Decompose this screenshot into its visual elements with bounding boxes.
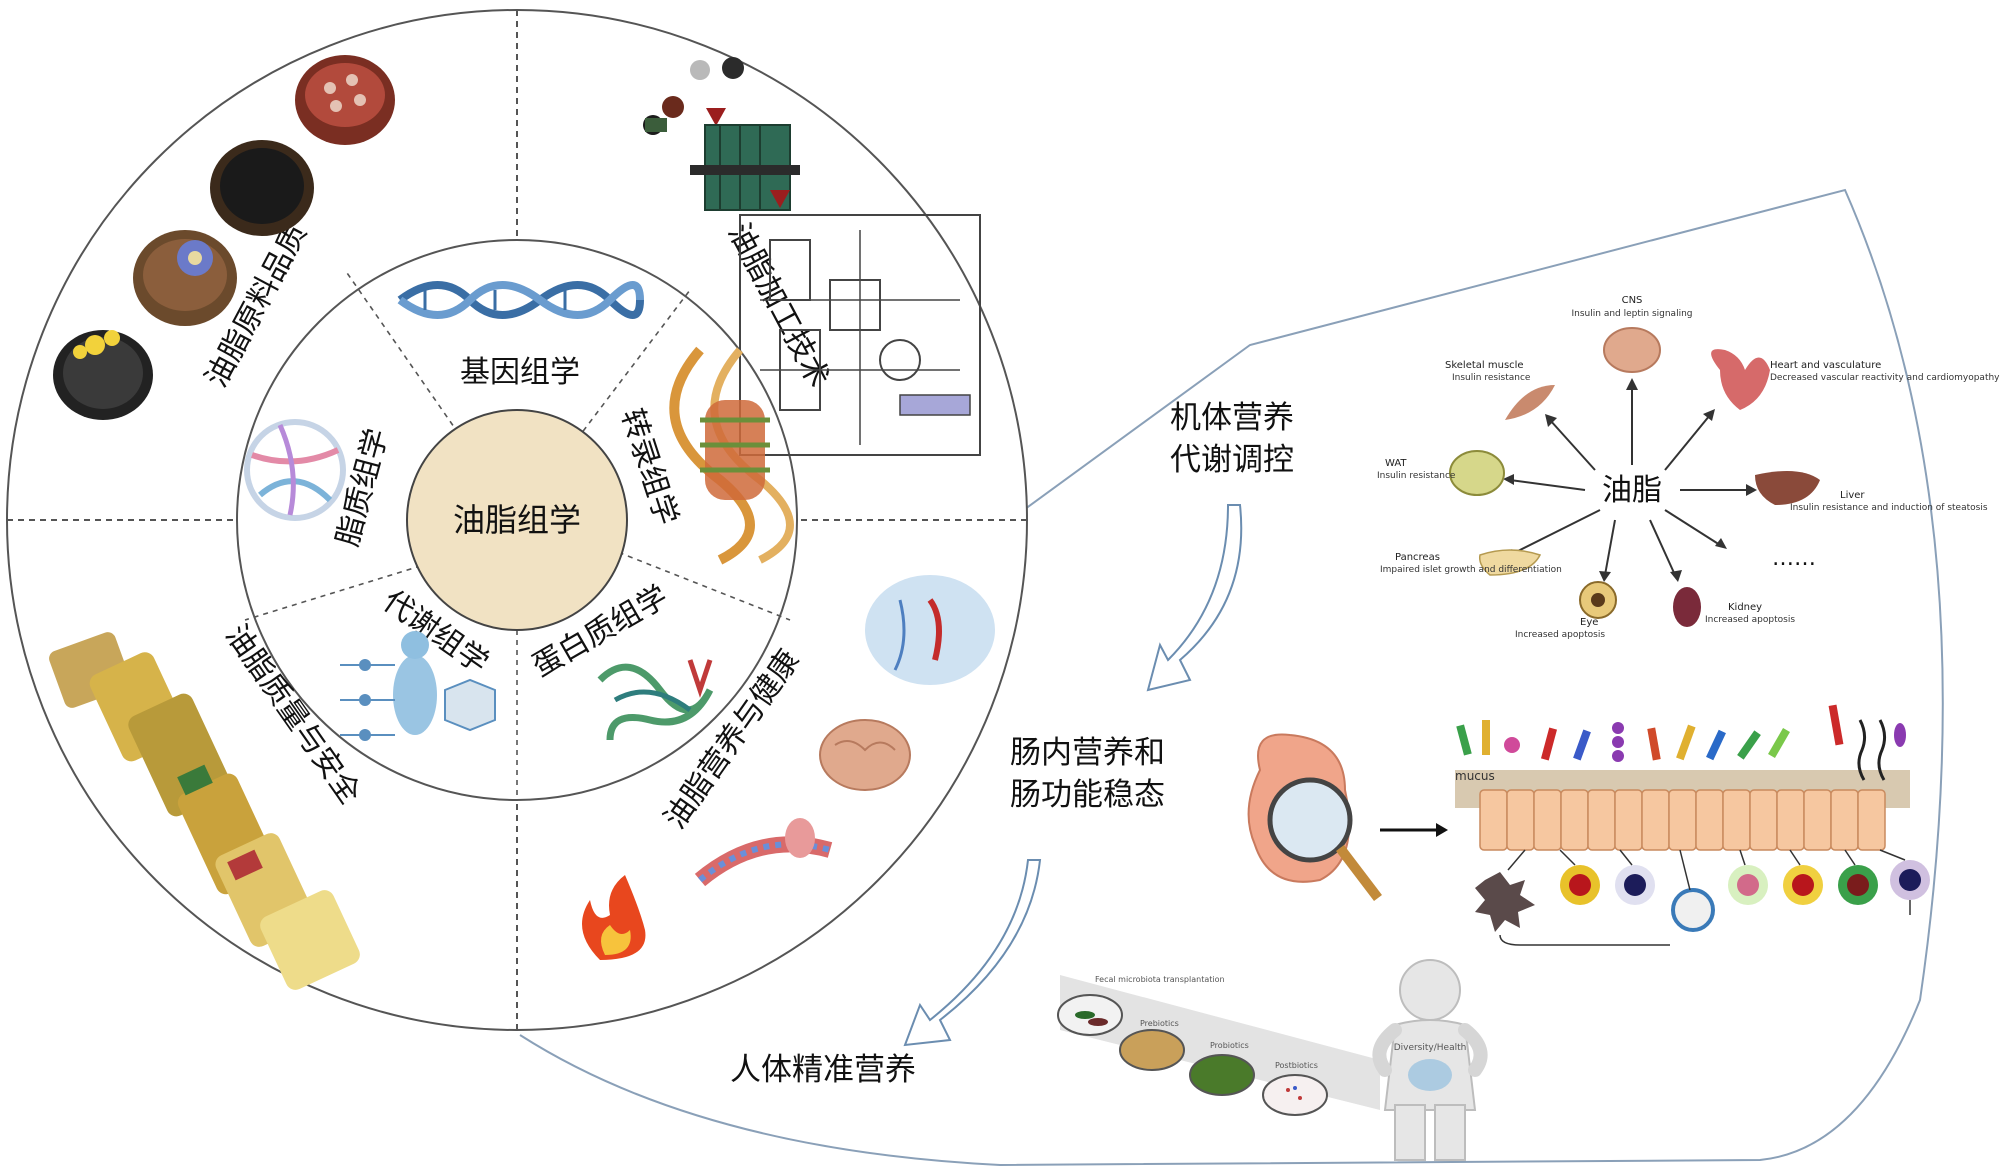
fire-icon (582, 875, 646, 960)
postbiotics-dish-icon (1262, 1074, 1328, 1116)
omics-wheel: 油脂组学 基因组学 转录组学 蛋白质组学 代谢组学 脂质组学 油脂原料品质 油脂… (6, 9, 1028, 1031)
label-precision-nutrition: 人体精准营养 (730, 1052, 916, 1088)
immune-cells-row (1475, 860, 1930, 932)
organ-heart-name: Heart and vasculature (1770, 360, 1881, 371)
seed-bowls-illustration (53, 55, 395, 420)
organ-muscle-note: Insulin resistance (1452, 373, 1531, 383)
person-label: Diversity/Health (1394, 1043, 1467, 1053)
center-disc (406, 409, 628, 631)
dna-helix-illustration (397, 281, 644, 319)
step-fmt: Fecal microbiota transplantation (1095, 975, 1225, 984)
organ-cns-note: Insulin and leptin signaling (1572, 309, 1693, 319)
organ-liver-name: Liver (1840, 490, 1865, 501)
label-metabolic-line1: 机体营养 (1170, 400, 1294, 436)
lipid-chord-illustration (244, 419, 346, 521)
magnifier-icon (1267, 777, 1353, 863)
processing-machinery-illustration (643, 57, 981, 456)
organ-ellipsis: …… (1772, 546, 1816, 571)
flow-arrow-metabolic-to-gut (1146, 504, 1243, 692)
organ-wat-name: WAT (1385, 458, 1407, 469)
flow-arrow-gut-to-precision (903, 859, 1042, 1047)
step-prebiotics: Prebiotics (1140, 1019, 1179, 1028)
organ-kidney-name: Kidney (1728, 602, 1762, 613)
brain-icon (1603, 327, 1661, 373)
pancreas-icon (1478, 549, 1542, 576)
probiotics-dish-icon (1189, 1054, 1255, 1096)
organ-eye-note: Increased apoptosis (1515, 630, 1605, 640)
organ-cns-name: CNS (1622, 295, 1643, 306)
organ-liver-note: Insulin resistance and induction of stea… (1790, 503, 1988, 513)
microbiota-intervention-panel: Fecal microbiota transplantation Prebiot… (1057, 959, 1488, 1161)
organ-wat-note: Insulin resistance (1377, 471, 1456, 481)
prebiotics-dish-icon (1119, 1029, 1185, 1071)
brain-illustration (819, 719, 911, 791)
oil-bottles-illustration (49, 632, 360, 990)
segment-divider-1 (344, 269, 471, 451)
label-gut-line1: 肠内营养和 (1010, 735, 1165, 771)
label-metabolic-line2: 代谢调控 (1170, 442, 1294, 478)
organ-muscle-name: Skeletal muscle (1445, 360, 1524, 371)
immune-signal-lines (1499, 849, 1911, 946)
step-probiotics: Probiotics (1210, 1041, 1249, 1050)
segment-divider-3 (599, 544, 791, 621)
organ-pancreas-name: Pancreas (1395, 552, 1440, 563)
kidney-icon (1673, 587, 1701, 627)
person-figure: Diversity/Health (1372, 959, 1488, 1161)
bacteria-row (1456, 704, 1906, 781)
organ-center-label: 油脂 (1602, 473, 1662, 508)
heart-icon (1711, 349, 1770, 410)
organ-eye-name: Eye (1580, 617, 1598, 628)
gut-arrow-head (1436, 823, 1448, 837)
adipose-icon (1449, 450, 1505, 496)
liver-icon (1755, 471, 1820, 505)
center-label: 油脂组学 (453, 501, 581, 539)
segment-divider-2 (564, 289, 691, 456)
body-vasculature-illustration (865, 575, 995, 685)
rna-structure-illustration (669, 346, 794, 565)
protein-ribbon-illustration (597, 659, 714, 741)
step-postbiotics: Postbiotics (1275, 1061, 1318, 1070)
magnifier-handle (1336, 844, 1382, 902)
segment-label-genomics: 基因组学 (460, 355, 580, 390)
organ-kidney-note: Increased apoptosis (1705, 615, 1795, 625)
organ-effects-diagram: 油脂 (1377, 295, 2000, 640)
muscle-icon (1505, 385, 1555, 420)
mucus-label: mucus (1455, 769, 1495, 783)
right-panel-frame (519, 188, 1944, 1167)
cell-membrane-illustration (694, 818, 833, 887)
epithelial-cell-row (1479, 789, 1886, 851)
segment-divider-5 (244, 559, 441, 621)
eye-pupil-icon (1591, 593, 1605, 607)
organ-heart-note-1: Decreased vascular reactivity and cardio… (1770, 373, 2000, 383)
metabolomics-illustration (340, 631, 496, 741)
gut-microbiota-diagram: mucus (1247, 704, 1930, 946)
organ-pancreas-note: Impaired islet growth and differentiatio… (1380, 565, 1562, 575)
label-gut-line2: 肠功能稳态 (1010, 777, 1165, 813)
